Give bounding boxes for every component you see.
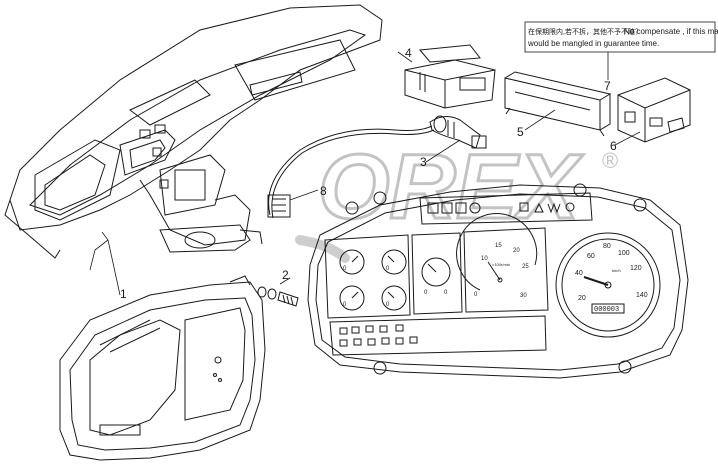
tach-tick-0: 0 (474, 292, 478, 298)
leader-1 (101, 231, 121, 296)
small-gauge-1 (339, 249, 365, 275)
speedometer (555, 232, 661, 338)
leader-2 (279, 277, 291, 285)
gauge-mark-1: 0 (343, 266, 347, 272)
speed-unit: km/h (612, 268, 621, 273)
callout-5: 5 (517, 125, 524, 139)
warning-light-1 (427, 202, 439, 214)
leader-3 (425, 139, 461, 163)
small-gauge-4 (381, 285, 407, 311)
gauge-mark-4: 0 (386, 302, 390, 308)
leader-6 (614, 131, 641, 146)
watermark-registered-mark: ® (602, 148, 618, 173)
speed-tick-140: 140 (636, 292, 648, 299)
fuel-tick-b: 0 (444, 290, 448, 296)
odometer-reading: 000003 (594, 306, 619, 314)
gauge-mark-3: 0 (343, 302, 347, 308)
callout-8: 8 (320, 184, 327, 198)
screw-washer-set (257, 286, 299, 307)
instrument-cluster: 0 0 0 0 0 0 10 15 20 25 30 0 ×100r/min 2… (307, 183, 689, 379)
small-gauge-2 (381, 249, 407, 275)
tach-tick-20: 20 (513, 248, 520, 254)
tach-tick-30: 30 (520, 293, 527, 299)
warning-light-8 (565, 202, 575, 212)
callout-2: 2 (282, 268, 289, 282)
callout-1: 1 (120, 287, 127, 301)
speed-tick-100: 100 (618, 250, 630, 257)
gauge-mark-2: 0 (386, 266, 390, 272)
warning-light-3 (455, 202, 467, 214)
small-gauge-3 (339, 285, 365, 311)
speed-sensor (429, 115, 487, 149)
odometer-window (591, 303, 625, 314)
callout-4: 4 (405, 46, 412, 60)
callout-numbers: 1 2 3 4 5 6 7 8 (120, 46, 617, 301)
fuel-gauge (421, 257, 451, 287)
watermark-text: OREX (318, 136, 583, 238)
warning-light-4 (469, 202, 481, 214)
fuel-tick-a: 0 (424, 290, 428, 296)
warning-light-5 (519, 202, 529, 212)
speed-tick-120: 120 (630, 265, 642, 272)
callout-7: 7 (604, 79, 611, 93)
warranty-note: 在保期限内,若不拆，其他不予不赔？ No compensate , if thi… (524, 21, 718, 53)
warning-light-2 (441, 202, 453, 214)
warning-light-6 (534, 202, 544, 213)
leader-5 (524, 109, 556, 131)
wiring-harness (267, 125, 435, 219)
speed-tick-40: 40 (575, 270, 583, 277)
leader-4 (397, 51, 413, 63)
callout-6: 6 (610, 139, 617, 153)
speed-tick-80: 80 (603, 243, 611, 250)
callout-3: 3 (420, 155, 427, 169)
speed-tick-20: 20 (578, 295, 586, 302)
note-line-en: No compensate , if this mark (624, 27, 718, 36)
tach-tick-25: 25 (522, 264, 529, 270)
speed-tick-60: 60 (587, 253, 595, 260)
note-line-cn: 在保期限内,若不拆，其他不予不赔？ (528, 27, 642, 36)
control-module (404, 44, 496, 109)
leader-8 (289, 189, 319, 201)
relay-box (617, 77, 691, 143)
tach-tick-10: 10 (481, 256, 488, 262)
dashboard-assembly (4, 4, 383, 259)
warning-light-7 (547, 202, 561, 214)
relay-strip (504, 71, 612, 137)
cluster-housing (59, 275, 266, 461)
tach-unit: ×100r/min (492, 262, 510, 267)
note-line-2: would be mangled in guarantee time. (527, 39, 659, 48)
harness-connector (267, 194, 291, 218)
tach-tick-15: 15 (495, 243, 502, 249)
